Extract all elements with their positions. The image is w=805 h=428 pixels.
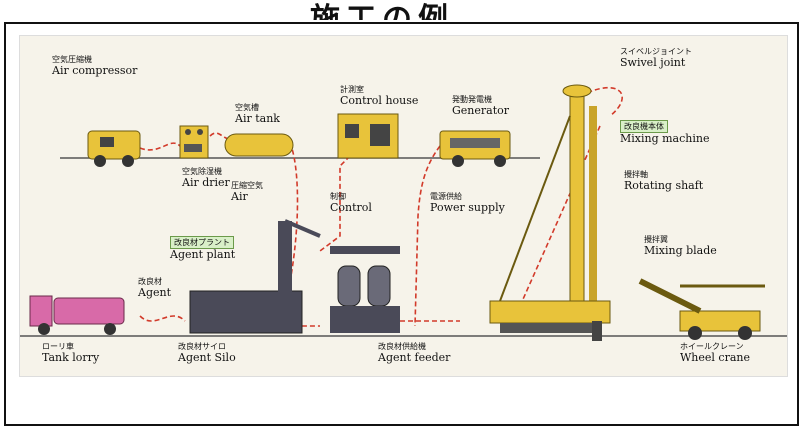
control-house-icon bbox=[337, 113, 399, 159]
diagram-illustration bbox=[20, 84, 787, 341]
mixing-machine-tag: 改良機本体 bbox=[620, 120, 668, 133]
agent-plant-tag: 改良材プラント bbox=[170, 236, 234, 249]
agent-feeder-icon bbox=[330, 246, 400, 333]
generator-icon bbox=[439, 130, 511, 167]
wheel-crane-icon bbox=[638, 278, 765, 340]
agent-silo-icon bbox=[189, 219, 321, 334]
air-compressor-icon bbox=[87, 130, 141, 167]
tank-lorry-icon bbox=[29, 295, 125, 335]
air-drier-icon bbox=[179, 125, 209, 159]
page-title: 施工の例 bbox=[310, 2, 454, 20]
mixing-machine-icon bbox=[489, 84, 611, 341]
air-tank-icon bbox=[224, 133, 294, 157]
